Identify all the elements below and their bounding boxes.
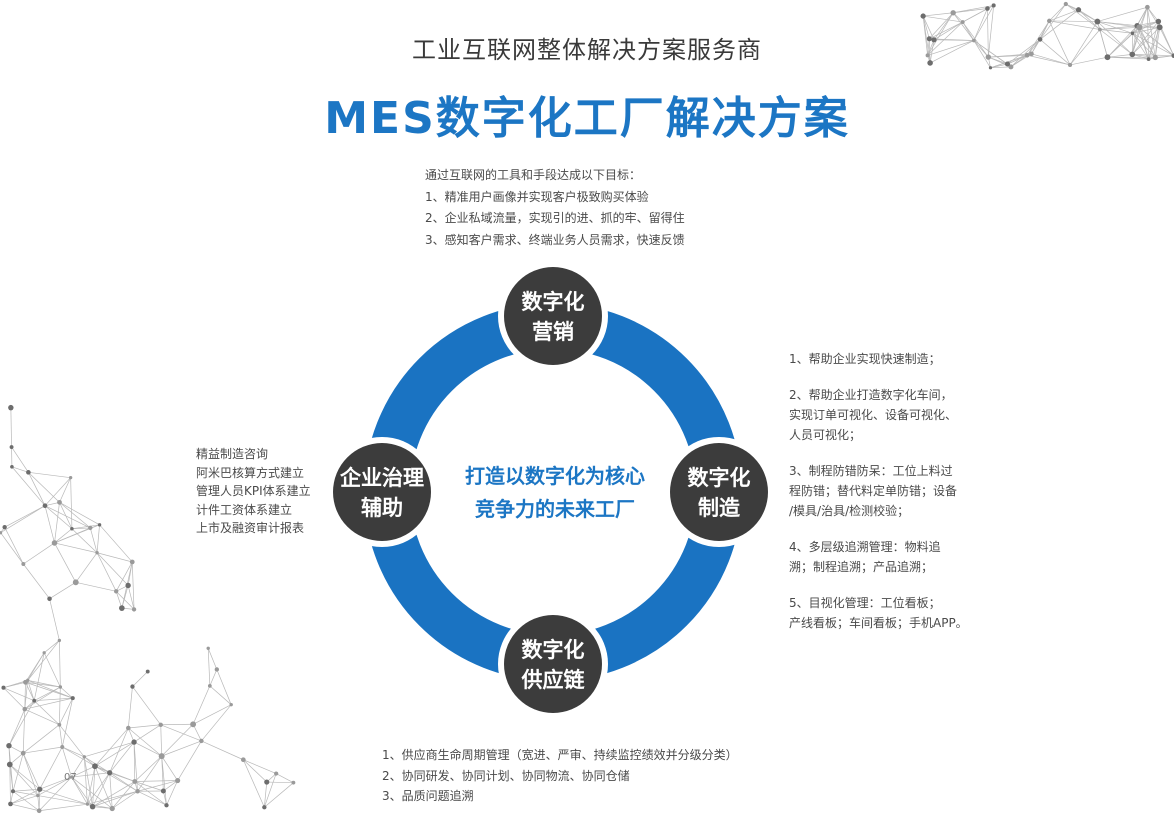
goal-item: 3、感知客户需求、终端业务人员需求，快速反馈 [425, 232, 685, 247]
list-item: 管理人员KPI体系建立 [196, 484, 311, 498]
list-item: 程防错；替代料定单防错；设备 [789, 484, 958, 498]
node-top-circle [498, 261, 608, 371]
list-item: 1、帮助企业实现快速制造； [789, 352, 941, 366]
goals-intro: 通过互联网的工具和手段达成以下目标： [425, 168, 642, 182]
list-item: 计件工资体系建立 [196, 502, 293, 517]
node-digital-supply-chain: 数字化 供应链 [508, 635, 598, 695]
list-item: 溯；制程追溯；产品追溯； [789, 560, 934, 574]
page-number: 07 [64, 772, 77, 783]
list-item: 人员可视化； [789, 428, 862, 442]
manufacturing-list: 1、帮助企业实现快速制造； 2、帮助企业打造数字化车间， 实现订单可视化、设备可… [789, 349, 968, 633]
node-label-line: 制造 [698, 496, 740, 520]
node-label-line: 数字化 [521, 290, 585, 314]
list-item: 2、帮助企业打造数字化车间， [789, 388, 953, 402]
list-item: 4、多层级追溯管理：物料追 [789, 540, 941, 554]
list-item: 3、制程防错防呆：工位上料过 [789, 464, 953, 478]
list-item: 精益制造咨询 [196, 447, 269, 461]
center-statement: 打造以数字化为核心 竞争力的未来工厂 [430, 460, 680, 526]
list-item: 实现订单可视化、设备可视化、 [789, 408, 958, 422]
page-subtitle: 工业互联网整体解决方案服务商 [412, 36, 762, 64]
supply-chain-list: 1、供应商生命周期管理（宽进、严审、持续监控绩效并分级分类） 2、协同研发、协同… [382, 745, 738, 807]
list-item: 1、供应商生命周期管理（宽进、严审、持续监控绩效并分级分类） [382, 748, 738, 762]
network-graphic-top-right [920, 1, 1174, 70]
node-digital-marketing: 数字化 营销 [508, 287, 598, 347]
node-label-line: 供应链 [521, 668, 585, 692]
network-graphic-bottom-left [0, 404, 296, 814]
node-label-line: 数字化 [521, 638, 585, 662]
list-item: 3、品质问题追溯 [382, 789, 474, 803]
list-item: 产线看板；车间看板；手机APP。 [789, 616, 968, 630]
node-label-line: 辅助 [361, 496, 403, 520]
list-item: 2、协同研发、协同计划、协同物流、协同仓储 [382, 768, 630, 783]
list-item: 上市及融资审计报表 [196, 521, 305, 535]
node-bottom-circle [498, 609, 608, 719]
list-item: 5、目视化管理：工位看板； [789, 596, 941, 610]
node-label-line: 企业治理 [340, 466, 424, 490]
node-digital-manufacturing: 数字化 制造 [674, 463, 764, 523]
goal-item: 1、精准用户画像并实现客户极致购买体验 [425, 189, 649, 204]
node-label-line: 营销 [532, 320, 574, 344]
center-line: 打造以数字化为核心 [465, 464, 645, 488]
marketing-goals-text: 通过互联网的工具和手段达成以下目标： 1、精准用户画像并实现客户极致购买体验 2… [425, 165, 685, 251]
center-line: 竞争力的未来工厂 [475, 497, 635, 521]
goal-item: 2、企业私域流量，实现引的进、抓的牢、留得住 [425, 211, 685, 225]
governance-list: 精益制造咨询 阿米巴核算方式建立 管理人员KPI体系建立 计件工资体系建立 上市… [196, 445, 311, 538]
node-label-line: 数字化 [687, 466, 751, 490]
node-governance-support: 企业治理 辅助 [332, 463, 432, 523]
list-item: /模具/治具/检测校验； [789, 504, 910, 518]
node-right-circle [664, 437, 774, 547]
page-title: MES数字化工厂解决方案 [324, 93, 850, 144]
list-item: 阿米巴核算方式建立 [196, 465, 305, 480]
node-left-circle [327, 437, 437, 547]
